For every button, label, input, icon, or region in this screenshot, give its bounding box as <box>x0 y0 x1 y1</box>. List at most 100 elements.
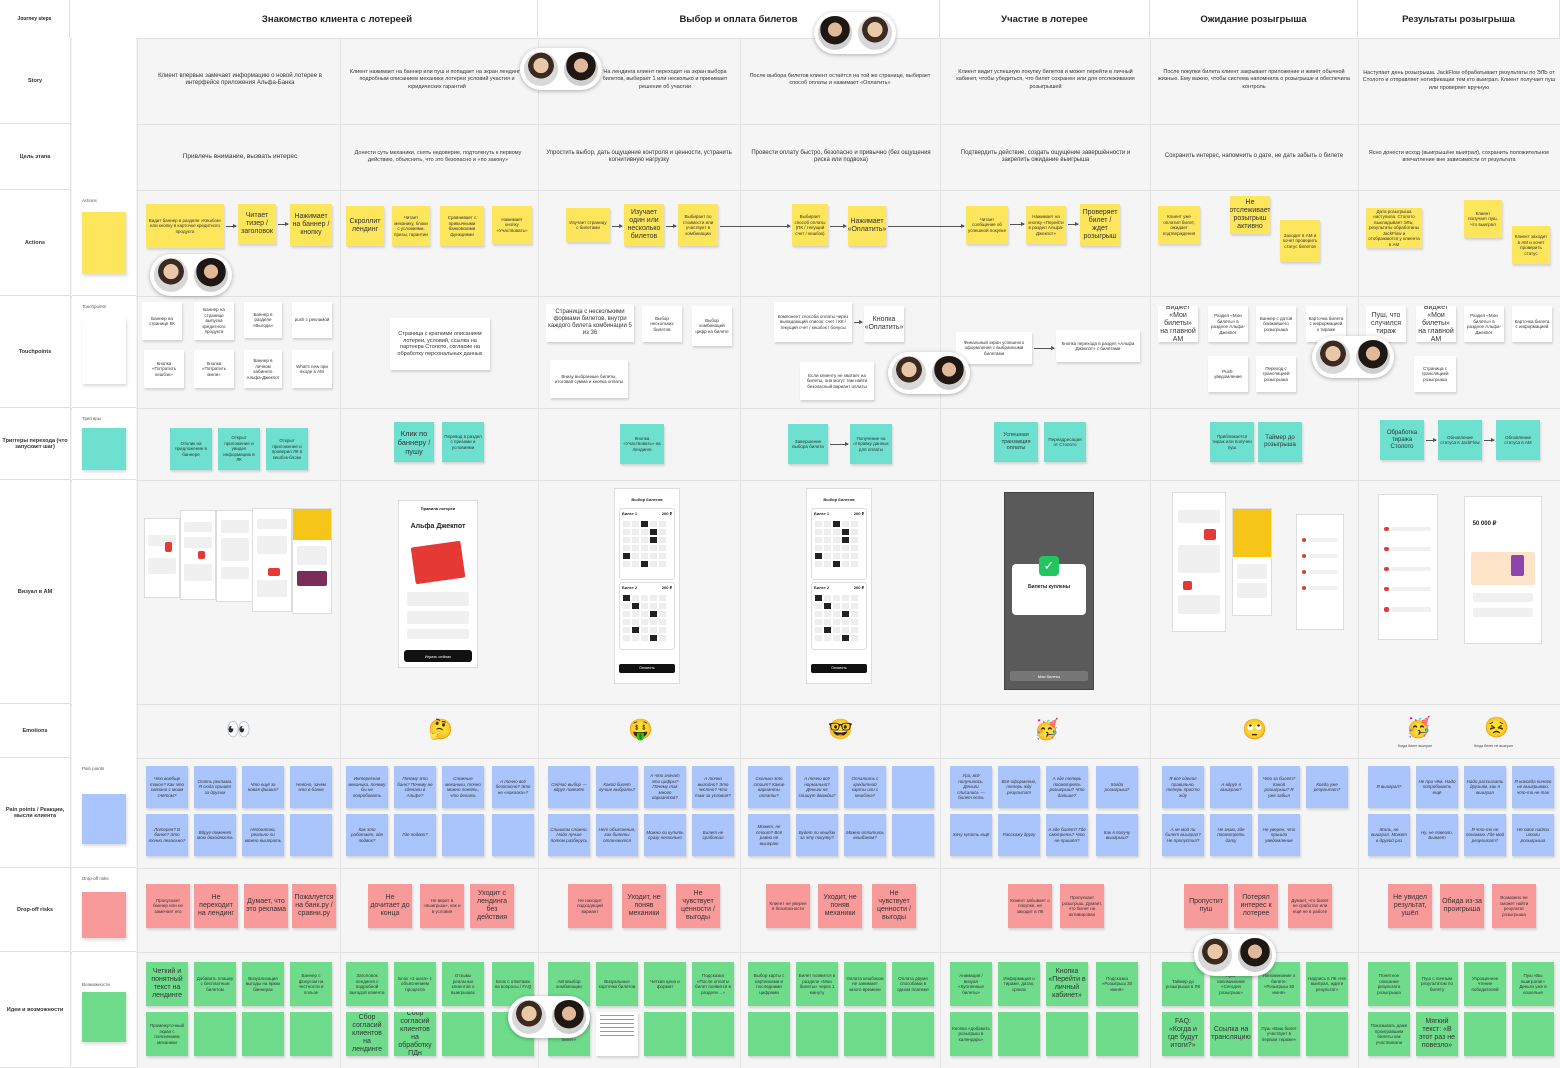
pain-note[interactable]: Жаль, не выиграл. Может в другой раз <box>1368 814 1410 856</box>
touchpoint-note[interactable]: Баннер на странице КК <box>142 302 182 340</box>
touchpoint-note[interactable]: Раздел «Мои билеты» в разделе Альфа-Джек… <box>1464 306 1504 342</box>
dropoff-note[interactable]: Пожалуется на банк.ру / сравни.ру <box>292 884 336 928</box>
touchpoint-note[interactable]: Страница с трансляцией розыгрыша <box>1414 356 1456 392</box>
touchpoint-note[interactable]: Выбор комбинаций цифр на билете <box>692 306 732 346</box>
pain-note[interactable]: Когда уже результат? <box>1306 766 1348 808</box>
trigger-note[interactable]: Клик по баннеру / пушу <box>394 422 434 462</box>
ideas-note[interactable]: Пуш «Ваш билет участвует в первом тираже… <box>1258 1012 1300 1056</box>
pain-note[interactable]: Что ещё за новая фишка? <box>242 766 284 808</box>
collaborator-avatars[interactable] <box>520 48 602 90</box>
ideas-note[interactable]: Четкая цена и формат <box>644 962 686 1006</box>
pain-note[interactable]: А не мой ли билет выиграл? Не пропустил? <box>1162 814 1204 856</box>
trigger-note[interactable]: Успешная транзакция оплаты <box>994 422 1038 462</box>
pain-note[interactable]: Когда розыгрыш? <box>1096 766 1138 808</box>
dropoff-note[interactable]: Не находит подходящий вариант <box>568 884 612 928</box>
action-note[interactable]: Нажимает «Оплатить» <box>848 206 886 246</box>
touchpoint-note[interactable]: Финальный экран успешного оформления с в… <box>956 332 1032 364</box>
pain-note[interactable]: А точно всё безопасно? Это не «наколка»? <box>492 766 534 808</box>
action-note[interactable]: Клиент уже оплатил билет, ожидает подтве… <box>1158 206 1200 244</box>
blank-idea-note[interactable] <box>242 1012 284 1056</box>
touchpoint-note[interactable]: Push-уведомление <box>1208 356 1248 392</box>
pain-note[interactable]: Где подвох? <box>394 814 436 856</box>
action-note[interactable]: Выбирает по стоимости или участвует в ко… <box>678 204 718 246</box>
action-note[interactable]: Читает сообщение об успешной покупке <box>966 206 1008 244</box>
document-card[interactable] <box>596 1012 638 1056</box>
collaborator-avatars[interactable] <box>150 254 232 296</box>
dropoff-note[interactable]: Обида из-за проигрыша <box>1440 884 1484 928</box>
ideas-note[interactable]: Билет появится в разделе «Мои билеты» че… <box>796 962 838 1006</box>
pain-note[interactable]: А вдруг я выиграю? <box>1210 766 1252 808</box>
pain-note[interactable]: Хочу купить ещё <box>950 814 992 856</box>
ideas-note[interactable]: Визуальные карточки билетов <box>596 962 638 1006</box>
blank-idea-note[interactable] <box>998 1012 1040 1056</box>
ideas-note[interactable]: Выбор карты с картинками и последними ци… <box>748 962 790 1006</box>
dropoff-note[interactable]: Клиент забывает о покупке, не заходит в … <box>1008 884 1052 928</box>
action-note[interactable]: Заходит в АМ и хочет проверить статус би… <box>1280 220 1320 262</box>
action-note[interactable]: Клиент получает пуш, что выиграл <box>1464 200 1502 238</box>
ideas-note[interactable]: Промежуточный экран с пояснением механик… <box>146 1012 188 1056</box>
pain-note[interactable]: Как это работает, где подвох? <box>346 814 388 856</box>
ideas-note[interactable]: Подсказка «После оплаты билет появится в… <box>692 962 734 1006</box>
blank-idea-note[interactable] <box>442 1012 484 1056</box>
action-note[interactable]: Изучает страницу с билетами <box>566 208 610 242</box>
pain-note[interactable]: Я что-то не понимаю. Где мой результат? <box>1464 814 1506 856</box>
pain-note[interactable]: А где теперь посмотреть розыгрыш? Что да… <box>1046 766 1088 808</box>
touchpoint-note[interactable]: Если клиенту не хватает на билеты, она м… <box>800 362 874 400</box>
trigger-note[interactable]: Обновление статуса в JackFlow <box>1438 420 1482 460</box>
dropoff-note[interactable]: Думает, что билет не сработал или ещё не… <box>1288 884 1332 928</box>
pain-note[interactable]: А где билет? Где смотреть? Что не пришёл… <box>1046 814 1088 856</box>
pain-note[interactable]: Билет не сработал <box>692 814 734 856</box>
ideas-note[interactable]: Баннер с фокусом на честности и пользе <box>290 962 332 1006</box>
pain-note[interactable]: Сложные механики, точно можно понять, чт… <box>442 766 484 808</box>
ideas-note[interactable]: Сбор согласий клиентов на лендинге <box>346 1012 388 1056</box>
trigger-note[interactable]: Кнопка «Участвовать» на лендинге <box>620 424 664 464</box>
touchpoint-note[interactable]: Переход с трансляцией розыгрыша <box>1256 356 1296 392</box>
trigger-note[interactable]: Отклик на предложение в баннере <box>170 428 212 470</box>
action-note[interactable]: Нажимает на баннер / кнопку <box>290 204 332 246</box>
dropoff-note[interactable]: Думает, что это реклама <box>244 884 288 928</box>
pain-note[interactable]: Не при чём. Надо попробовать ещё <box>1416 766 1458 808</box>
blank-idea-note[interactable] <box>644 1012 686 1056</box>
dropoff-note[interactable]: Пропускает розыгрыш. Думает, что билет н… <box>1060 884 1104 928</box>
touchpoint-note[interactable]: Баннер на странице выпуска кредитного пр… <box>194 302 234 340</box>
pain-note[interactable]: Лотерея? В банке? Это точно легально? <box>146 814 188 856</box>
blank-pain-note[interactable] <box>492 814 534 856</box>
dropoff-note[interactable]: Потерял интерес к лотерее <box>1234 884 1278 928</box>
pain-note[interactable]: Что вообще такое? Как это связано с моим… <box>146 766 188 808</box>
ideas-note[interactable]: Упрощенное чтение победителей <box>1464 962 1506 1006</box>
dropoff-note[interactable]: Пропустит пуш <box>1184 884 1228 928</box>
touchpoint-note[interactable]: Кнопка перехода в раздел «Альфа Джекпот»… <box>1056 330 1140 362</box>
ideas-note[interactable]: Сбор согласий клиентов на обработку ПДн <box>394 1012 436 1056</box>
dropoff-note[interactable]: Не верит в «выигрыш», как и в условия <box>420 884 464 928</box>
dropoff-note[interactable]: Уходит с лендинга без действия <box>470 884 514 928</box>
touchpoint-note[interactable]: Раздел «Мои билеты» в разделе Альфа-Джек… <box>1208 306 1248 342</box>
pain-note[interactable]: Интересная механика, почему бы не попроб… <box>346 766 388 808</box>
pain-note[interactable]: А точно всё нормально? Деньги не спишут … <box>796 766 838 808</box>
pain-note[interactable]: А что значат эти цифры? Почему так много… <box>644 766 686 808</box>
trigger-note[interactable]: Переадресация от Столото <box>1044 422 1086 462</box>
dropoff-note[interactable]: Клиент не уверен в безопасности <box>766 884 810 928</box>
action-note[interactable]: Дата розыгрыша наступила. Столото выклад… <box>1366 208 1422 248</box>
trigger-note[interactable]: Таймер до розыгрыша <box>1258 422 1302 462</box>
trigger-note[interactable]: Завершение выбора билета <box>788 424 828 464</box>
dropoff-note[interactable]: Пропускает баннер или не замечает его <box>146 884 190 928</box>
blank-idea-note[interactable] <box>692 1012 734 1056</box>
ideas-note[interactable]: Таймер до розыгрыша в ЛК <box>1162 962 1204 1006</box>
action-note[interactable]: Выбирает способ оплаты (ПК / текущий сче… <box>792 204 828 246</box>
blank-pain-note[interactable] <box>290 814 332 856</box>
trigger-note[interactable]: Обновление статуса в АМ <box>1496 420 1540 460</box>
action-note[interactable]: Клиент заходит в АМ и хочет проверить ст… <box>1512 226 1550 264</box>
action-note[interactable]: Не отслеживает розыгрыш активно <box>1230 196 1270 234</box>
touchpoint-note[interactable]: Баннер с датой ближайшего розыгрыша <box>1256 306 1296 342</box>
pain-note[interactable]: Непонятно, реально ли можно выиграть <box>242 814 284 856</box>
ideas-note[interactable]: Кнопка «добавить розыгрыш в календарь» <box>950 1012 992 1056</box>
pain-note[interactable]: Что за билет? Какой розыгрыш? Я уже забы… <box>1258 766 1300 808</box>
blank-idea-note[interactable] <box>748 1012 790 1056</box>
touchpoint-note[interactable]: Виджет «Мои билеты» на главной АМ <box>1158 306 1198 342</box>
touchpoint-note[interactable]: Баннер в личном кабинете Альфа-Джекпот <box>244 350 282 388</box>
touchpoint-note[interactable]: Кнопка «Потратить кешбэк» <box>144 350 184 388</box>
trigger-note[interactable]: Открыт приложение и проверил ЛК в кешбэк… <box>266 428 308 470</box>
blank-idea-note[interactable] <box>1046 1012 1088 1056</box>
trigger-note[interactable]: Перевод в раздел с призами и условиями <box>442 422 484 462</box>
